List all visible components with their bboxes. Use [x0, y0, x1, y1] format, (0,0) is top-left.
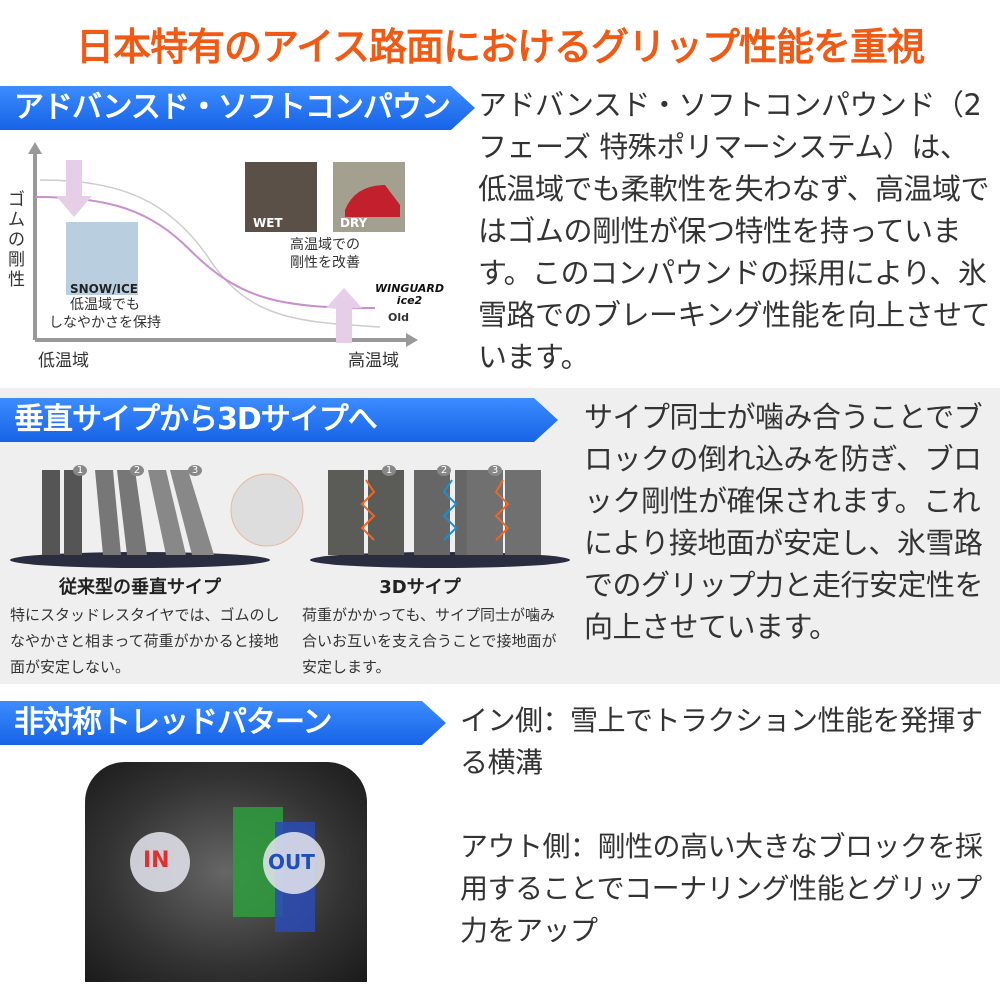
section-banner-sipe: 垂直サイプから3Dサイプへ	[0, 398, 558, 442]
block	[42, 470, 60, 555]
3d-sipe-caption: 3Dサイプ	[379, 577, 461, 598]
block	[328, 470, 364, 555]
snow-caption: 低温域でもしなやかさを保持	[40, 296, 170, 332]
sipe-description: サイプ同士が噛み合うことでブロックの倒れ込みを防ぎ、ブロック剛性が確保されます。…	[584, 400, 984, 644]
high-caption-line1: 高温域での	[290, 237, 360, 253]
sipe-number: 3	[488, 465, 502, 476]
3d-sipe-line	[442, 479, 458, 541]
section-banner-compound: アドバンスド・ソフトコンパウンド	[0, 86, 475, 130]
down-arrow-icon	[66, 160, 82, 196]
y-axis-label: ゴムの剛性	[8, 190, 25, 290]
new-curve	[35, 196, 376, 309]
section-banner-tread: 非対称トレッドパターン	[0, 701, 446, 745]
x-axis-high-label: 高温域	[348, 351, 399, 371]
rubber-stiffness-diagram	[28, 142, 418, 347]
sipe-zoom-circle	[230, 473, 304, 547]
sipe-number: 2	[437, 465, 451, 476]
conventional-sipe-text: 特にスタッドレスタイヤでは、ゴムのしなやかさと相まって荷重がかかると接地面が安定…	[10, 606, 280, 676]
sipe-number: 3	[188, 465, 202, 476]
compound-description: アドバンスド・ソフトコンパウンド（2フェーズ 特殊ポリマーシステム）は、低温域で…	[478, 88, 991, 374]
y-axis-arrow-icon	[28, 142, 42, 154]
in-label: IN	[143, 848, 170, 873]
sipe-number: 1	[382, 465, 396, 476]
wet-photo	[245, 162, 317, 232]
3d-sipe-line	[494, 479, 510, 541]
tread-pattern-image: IN OUT	[85, 762, 367, 982]
sipe-number: 2	[130, 465, 144, 476]
snow-ice-label: SNOW/ICE	[70, 282, 138, 296]
block	[368, 470, 404, 555]
high-temp-caption: 高温域での剛性を改善	[280, 236, 370, 272]
sipe-number: 1	[73, 465, 87, 476]
dry-label: DRY	[340, 216, 368, 230]
3d-sipe-line	[360, 479, 376, 541]
block	[505, 470, 541, 555]
up-arrow-icon	[336, 308, 352, 343]
snow-caption-line1: 低温域でも	[70, 297, 140, 313]
conventional-sipe-caption: 従来型の垂直サイプ	[59, 577, 221, 598]
block	[414, 470, 450, 555]
block	[170, 470, 214, 555]
in-side-description: イン側：雪上でトラクション性能を発揮する横溝	[460, 704, 983, 779]
block	[117, 470, 147, 555]
wet-label: WET	[253, 216, 283, 230]
road-right	[310, 552, 570, 568]
snow-ice-photo	[66, 222, 138, 295]
out-badge	[263, 832, 325, 894]
x-axis-arrow-icon	[406, 333, 418, 347]
out-label: OUT	[268, 850, 315, 874]
block	[467, 470, 503, 555]
block	[64, 470, 82, 555]
road-left	[10, 552, 270, 568]
block	[95, 470, 121, 555]
in-badge	[130, 832, 190, 892]
high-caption-line2: 剛性を改善	[290, 255, 360, 271]
sipe-diagram	[10, 470, 570, 568]
page-title: 日本特有のアイス路面におけるグリップ性能を重視	[76, 25, 925, 69]
snow-caption-line2: しなやかさを保持	[49, 315, 161, 331]
old-label: Old	[388, 311, 409, 324]
3d-sipe-text: 荷重がかかっても、サイプ同士が噛み合いお互いを支え合うことで接地面が安定します。	[302, 606, 557, 676]
block	[148, 470, 186, 555]
old-curve	[39, 179, 381, 328]
out-side-description: アウト側：剛性の高い大きなブロックを採用することでコーナリング性能とグリップ力を…	[460, 830, 983, 947]
x-axis-low-label: 低温域	[38, 351, 89, 371]
